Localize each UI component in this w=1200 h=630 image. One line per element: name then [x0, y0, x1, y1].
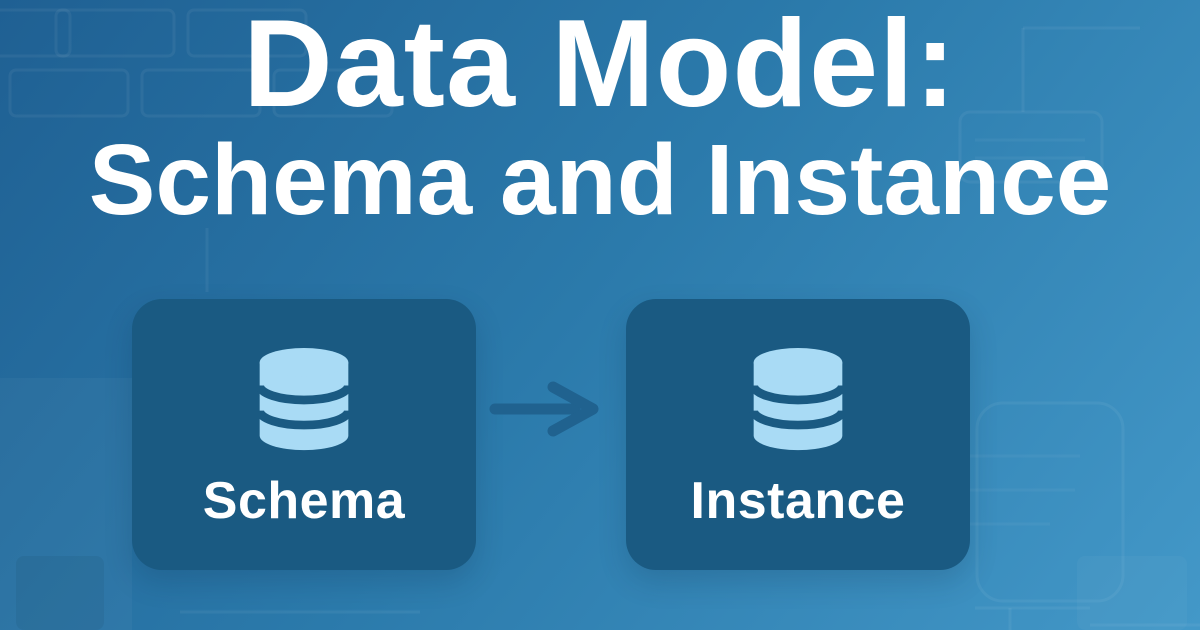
database-icon	[749, 347, 847, 451]
database-icon	[255, 347, 353, 451]
instance-node-label: Instance	[690, 472, 906, 530]
schema-node-card: Schema	[132, 299, 476, 570]
page-title: Data Model:	[243, 0, 957, 133]
arrow-right-icon	[489, 381, 599, 437]
instance-node-card: Instance	[626, 299, 970, 570]
schema-node-label: Schema	[202, 472, 406, 530]
page-subtitle: Schema and Instance	[88, 124, 1112, 236]
